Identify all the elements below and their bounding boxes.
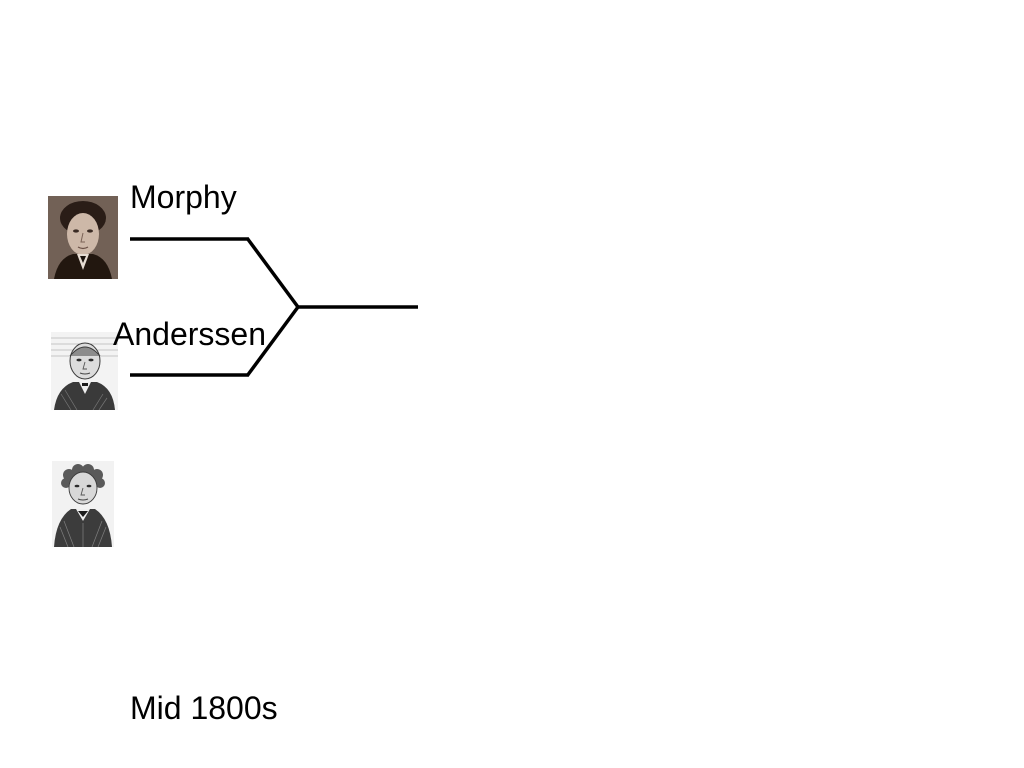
portrait-third-player-icon (52, 461, 114, 547)
player-name-anderssen: Anderssen (113, 316, 266, 352)
portrait-morphy-icon (48, 196, 118, 279)
portrait-anderssen-icon (51, 332, 118, 410)
player-name-morphy: Morphy (130, 179, 237, 215)
era-label: Mid 1800s (130, 690, 278, 726)
bracket-diagonal-upper (245, 236, 300, 309)
